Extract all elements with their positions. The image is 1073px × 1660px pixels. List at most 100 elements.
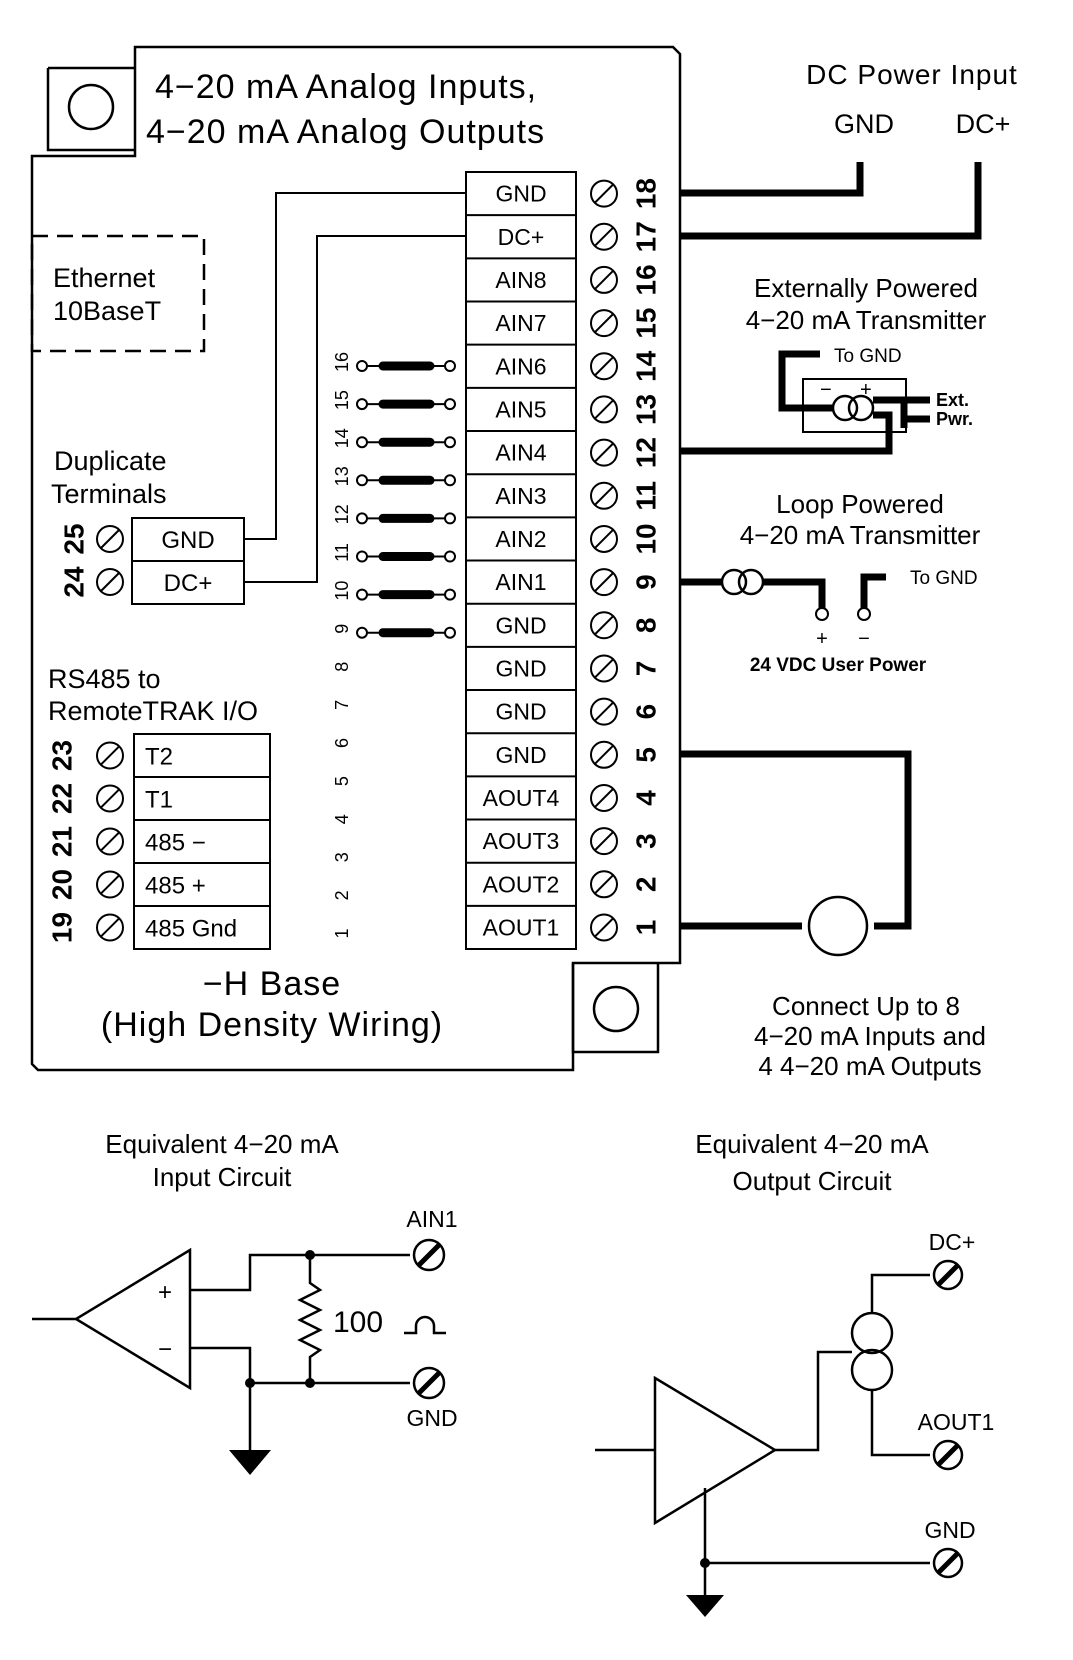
power-input-title: DC Power Input bbox=[806, 59, 1018, 90]
duplicate-label-line1: Duplicate bbox=[54, 446, 167, 476]
ethernet-speed: 10BaseT bbox=[53, 296, 161, 326]
output-circuit: DC+ AOUT1 GND bbox=[595, 1229, 994, 1617]
terminal-number-12: 12 bbox=[630, 437, 661, 468]
screw-terminal-icon bbox=[590, 783, 618, 812]
jumper-icon bbox=[356, 360, 456, 372]
jumper-number-6: 6 bbox=[332, 738, 352, 748]
terminal-label-4: AOUT4 bbox=[483, 785, 560, 811]
screw-terminal-icon bbox=[590, 654, 618, 683]
input-circuit-ain1-label: AIN1 bbox=[406, 1206, 457, 1232]
terminal-label-11: AIN3 bbox=[495, 483, 546, 509]
ethernet-label: Ethernet bbox=[53, 263, 156, 293]
mounting-hole-top bbox=[67, 83, 115, 131]
ext-pwr-wire bbox=[873, 396, 908, 428]
terminal-label-14: AIN6 bbox=[495, 353, 546, 379]
terminal-label-9: AIN1 bbox=[495, 569, 546, 595]
screw-terminal-icon bbox=[590, 611, 618, 640]
output-circuit-gnd-label: GND bbox=[924, 1517, 975, 1543]
ext-pwr-leads bbox=[906, 396, 930, 423]
screw-terminal-icon bbox=[590, 352, 618, 381]
ext-tx-title-line2: 4−20 mA Transmitter bbox=[746, 305, 987, 335]
user-power-plus: + bbox=[816, 628, 828, 650]
current-source-icon bbox=[850, 1311, 894, 1392]
input-circuit-gnd-label: GND bbox=[406, 1405, 457, 1431]
terminal-label-7: GND bbox=[495, 655, 546, 681]
duplicate-terminals: GND DC+ 25 24 bbox=[58, 517, 245, 605]
jumper-icon bbox=[356, 626, 456, 639]
output-circuit-title-line1: Equivalent 4−20 mA bbox=[695, 1129, 929, 1159]
jumper-number-2: 2 bbox=[332, 890, 352, 900]
rs485-label-line2: RemoteTRAK I/O bbox=[48, 696, 258, 726]
output-load-icon bbox=[807, 895, 869, 957]
terminal-number-10: 10 bbox=[630, 523, 661, 554]
terminal-number-21: 21 bbox=[46, 826, 77, 857]
resistor-value: 100 bbox=[333, 1306, 383, 1339]
jumper-number-7: 7 bbox=[332, 700, 352, 710]
terminal-number-19: 19 bbox=[46, 912, 77, 943]
op-amp-plus: + bbox=[158, 1279, 172, 1306]
screw-terminal-icon bbox=[96, 741, 124, 770]
resistor-icon bbox=[297, 1255, 323, 1383]
output-circuit-aout1-label: AOUT1 bbox=[918, 1409, 995, 1435]
duplicate-label-line2: Terminals bbox=[51, 479, 167, 509]
terminal-label-18: GND bbox=[495, 181, 546, 207]
input-circuit: + − 100 AIN1 GND bbox=[32, 1206, 458, 1475]
screw-terminal-icon bbox=[412, 1366, 446, 1400]
terminal-number-9: 9 bbox=[630, 574, 661, 590]
screw-terminal-icon bbox=[590, 568, 618, 597]
terminal-number-16: 16 bbox=[630, 264, 661, 295]
power-dcplus-wire bbox=[680, 162, 982, 240]
user-power-minus-terminal bbox=[857, 607, 871, 621]
ethernet-port-box bbox=[30, 234, 206, 353]
loop-tx-plus-wire bbox=[763, 578, 826, 608]
screw-terminal-icon bbox=[96, 784, 124, 813]
rs485-terminal-label-21: 485 − bbox=[145, 830, 206, 857]
internal-wire-dcplus bbox=[244, 235, 466, 583]
terminal-number-17: 17 bbox=[630, 221, 661, 252]
terminal-number-11: 11 bbox=[630, 481, 661, 511]
power-gnd-label: GND bbox=[834, 109, 894, 139]
current-source-icon bbox=[720, 568, 765, 596]
screw-terminal-icon bbox=[590, 395, 618, 424]
terminal-label-13: AIN5 bbox=[495, 396, 546, 422]
terminal-label-3: AOUT3 bbox=[483, 828, 560, 854]
output-circuit-title-line2: Output Circuit bbox=[733, 1166, 893, 1196]
terminal-number-3: 3 bbox=[630, 833, 661, 849]
input-circuit-title-line2: Input Circuit bbox=[153, 1162, 292, 1192]
terminal-label-16: AIN8 bbox=[495, 267, 546, 293]
ohm-symbol-icon bbox=[404, 1315, 446, 1335]
ground-icon bbox=[229, 1450, 271, 1475]
jumper-number-16: 16 bbox=[332, 352, 352, 372]
header-line2: 4−20 mA Analog Outputs bbox=[146, 113, 545, 151]
jumper-number-11: 11 bbox=[332, 543, 352, 562]
screw-terminal-icon bbox=[590, 913, 618, 942]
jumper-number-5: 5 bbox=[332, 776, 352, 786]
screw-terminal-icon bbox=[590, 697, 618, 726]
rs485-label-line1: RS485 to bbox=[48, 664, 161, 694]
jumper-number-4: 4 bbox=[332, 814, 352, 824]
ext-tx-plus: + bbox=[860, 379, 872, 401]
screw-terminal-icon bbox=[590, 524, 618, 553]
loop-tx-title-line1: Loop Powered bbox=[776, 489, 944, 519]
terminal-number-13: 13 bbox=[630, 394, 661, 425]
terminal-number-14: 14 bbox=[630, 350, 661, 382]
connect-note-line2: 4−20 mA Inputs and bbox=[754, 1021, 986, 1051]
terminal-number-2: 2 bbox=[630, 877, 661, 893]
connect-note-line3: 4 4−20 mA Outputs bbox=[758, 1051, 981, 1081]
base-label-line1: −H Base bbox=[203, 965, 341, 1003]
terminal-label-2: AOUT2 bbox=[483, 871, 560, 897]
screw-terminal-icon bbox=[96, 827, 124, 856]
output-loop-return-wire bbox=[680, 750, 912, 930]
terminal-label-1: AOUT1 bbox=[483, 914, 560, 940]
screw-terminal-icon bbox=[96, 525, 124, 553]
output-amp-icon bbox=[653, 1375, 778, 1526]
jumper-number-14: 14 bbox=[332, 428, 352, 448]
module-outline bbox=[30, 45, 682, 1072]
rs485-terminal-label-20: 485 + bbox=[145, 873, 206, 900]
screw-terminal-icon bbox=[590, 265, 618, 294]
screw-terminal-icon bbox=[590, 481, 618, 510]
jumper-number-13: 13 bbox=[332, 466, 352, 486]
screw-terminal-icon bbox=[96, 913, 124, 942]
